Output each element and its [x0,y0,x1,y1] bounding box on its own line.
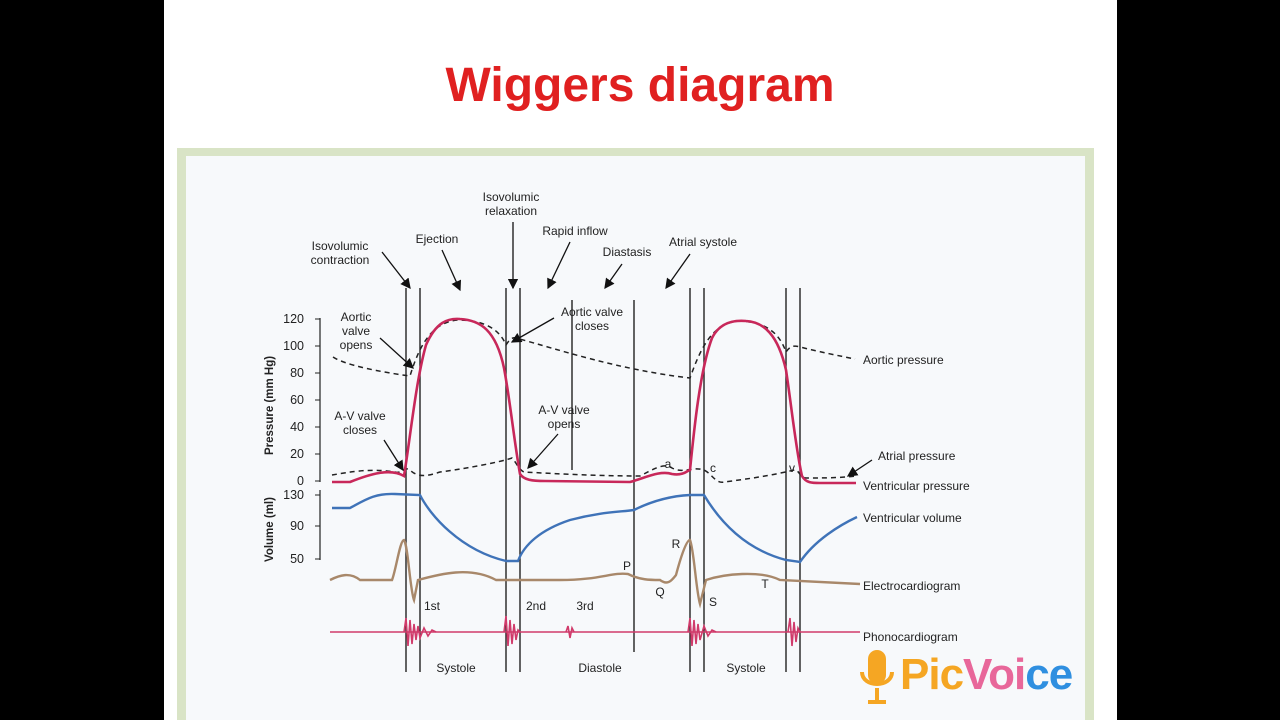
label-ejection: Ejection [416,232,459,246]
label-phonocardiogram: Phonocardiogram [863,630,958,644]
pressure-tick: 100 [283,339,304,353]
label-isovolumic-contraction-2: contraction [311,253,370,267]
pressure-tick: 40 [290,420,304,434]
wave-label-Q: Q [655,585,664,599]
wave-label-S: S [709,595,717,609]
pressure-axis-label: Pressure (mm Hg) [264,356,276,455]
watermark-pic: Pic [900,650,964,699]
label-isovolumic-contraction: Isovolumic [312,239,369,253]
heart-sound-1st: 1st [424,599,441,613]
label-rapid-inflow: Rapid inflow [542,224,608,238]
event-lines [405,288,801,672]
label-aortic-valve-opens-2: valve [342,324,370,338]
wave-label-c: c [710,461,716,475]
wave-label-P: P [623,559,631,573]
label-aortic-valve-closes: Aortic valve [561,305,623,319]
slide-title: Wiggers diagram [445,59,835,112]
volume-tick: 130 [283,488,304,502]
label-aortic-valve-opens: Aortic [341,310,372,324]
label-electrocardiogram: Electrocardiogram [863,579,960,593]
picvoice-watermark: PicVoice [858,646,1118,708]
heart-sound-2nd: 2nd [526,599,546,613]
label-av-valve-opens: A-V valve [538,403,590,417]
atrial-pressure-trace [331,457,857,483]
heart-sound-3rd: 3rd [576,599,593,613]
label-aortic-valve-closes-2: closes [575,319,609,333]
aortic-pressure-trace [332,319,856,379]
wave-label-a: a [665,457,672,471]
pressure-axis: 120 100 80 60 40 20 0 Pressure (mm Hg) [264,312,321,488]
label-av-valve-closes: A-V valve [334,409,386,423]
volume-axis: 130 90 50 Volume (ml) [264,488,321,566]
volume-axis-label: Volume (ml) [264,497,276,562]
period-systole-2: Systole [726,661,766,675]
wave-label-R: R [672,537,681,551]
label-diastasis: Diastasis [603,245,652,259]
label-atrial-pressure: Atrial pressure [878,449,956,463]
label-av-valve-closes-2: closes [343,423,377,437]
diagram-panel [186,156,1085,720]
period-diastole: Diastole [578,661,622,675]
label-atrial-systole: Atrial systole [669,235,737,249]
pressure-tick: 120 [283,312,304,326]
label-isovolumic-relaxation-2: relaxation [485,204,537,218]
pressure-tick: 0 [297,474,304,488]
pressure-tick: 80 [290,366,304,380]
ventricular-pressure-trace [332,317,856,485]
pressure-tick: 60 [290,393,304,407]
wave-label-v: v [789,461,795,475]
label-aortic-valve-opens-3: opens [340,338,373,352]
wave-label-T: T [761,577,769,591]
microphone-icon [860,650,894,704]
label-ventricular-pressure: Ventricular pressure [863,479,970,493]
pressure-tick: 20 [290,447,304,461]
watermark-voi: Voi [963,650,1026,699]
watermark-text: PicVoice [900,650,1073,700]
ventricular-volume-trace [332,492,858,564]
watermark-ce: ce [1025,650,1073,699]
volume-tick: 90 [290,519,304,533]
electrocardiogram-trace [329,538,861,609]
volume-tick: 50 [290,552,304,566]
annotation-arrows [379,222,873,477]
label-aortic-pressure: Aortic pressure [863,353,944,367]
label-av-valve-opens-2: opens [548,417,581,431]
phonocardiogram-trace [330,615,860,647]
label-isovolumic-relaxation: Isovolumic [483,190,540,204]
period-systole-1: Systole [436,661,476,675]
label-ventricular-volume: Ventricular volume [863,511,962,525]
